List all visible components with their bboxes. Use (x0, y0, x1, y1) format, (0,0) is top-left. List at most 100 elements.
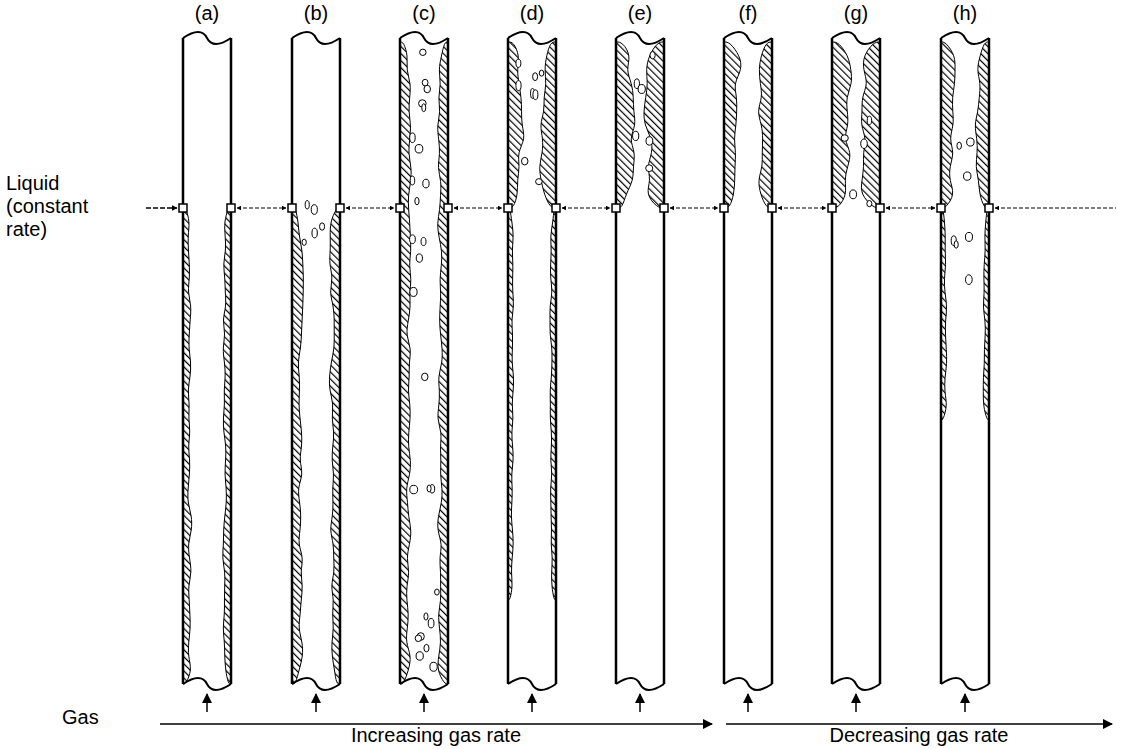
droplet (415, 145, 423, 153)
droplet (633, 131, 639, 140)
liquid-inlet (660, 204, 668, 212)
droplet (867, 116, 871, 125)
droplet (516, 81, 521, 91)
break-line (832, 32, 880, 44)
droplet (646, 137, 653, 145)
droplet (638, 84, 645, 93)
break-line (724, 678, 772, 690)
droplet (302, 239, 306, 245)
panel-letter: (g) (844, 2, 868, 25)
liquid-film (832, 42, 851, 208)
gas-arrow (747, 694, 749, 712)
panel-letter: (b) (304, 2, 328, 25)
break-line (941, 32, 989, 44)
droplet (521, 157, 528, 165)
tube-wall (555, 38, 558, 684)
break-line (616, 32, 664, 44)
droplet (410, 235, 416, 244)
tube-wall (831, 38, 834, 684)
liquid-inlet (288, 204, 296, 212)
tube-wall (879, 38, 882, 684)
break-line (183, 32, 231, 44)
feed-link (778, 207, 826, 208)
liquid-film (644, 42, 664, 208)
tube-wall (615, 38, 618, 684)
droplet (320, 223, 325, 230)
tube (179, 32, 235, 712)
liquid-inlet (227, 204, 235, 212)
feed-link (995, 207, 1116, 208)
liquid-inlet (396, 204, 404, 212)
feed-link (670, 207, 718, 208)
tube (720, 32, 776, 712)
liquid-film (759, 42, 772, 208)
tube-wall (723, 38, 726, 684)
droplet (957, 142, 962, 149)
feed-link (886, 207, 935, 208)
gas-arrow (423, 694, 425, 712)
droplet (410, 485, 418, 493)
liquid-film (292, 208, 303, 684)
panel-letter: (d) (520, 2, 544, 25)
tube (937, 32, 993, 712)
tube-wall (663, 38, 666, 684)
droplet (424, 613, 428, 620)
liquid-film (724, 42, 741, 208)
break-line (292, 678, 340, 690)
break-line (724, 32, 772, 44)
feed-link (346, 207, 394, 208)
liquid-film (975, 42, 989, 208)
tube-wall (447, 38, 450, 684)
gas-arrow (855, 694, 857, 712)
liquid-inlet (336, 204, 344, 212)
trend-label: Increasing gas rate (351, 724, 521, 747)
droplet (430, 662, 437, 671)
droplet (312, 228, 317, 238)
droplet (954, 241, 958, 248)
droplet (533, 73, 538, 81)
droplet (415, 635, 421, 642)
droplet (410, 287, 417, 296)
liquid-inlet (828, 204, 836, 212)
panel-letter: (c) (412, 2, 435, 25)
droplet (516, 59, 521, 67)
liquid-inlet (179, 204, 187, 212)
liquid-film (616, 42, 635, 208)
droplet (435, 589, 440, 595)
gas-arrow (531, 694, 533, 712)
droplet (965, 275, 972, 285)
tube (396, 32, 452, 712)
panel-letter: (e) (628, 2, 652, 25)
liquid-film (941, 42, 955, 208)
break-line (616, 678, 664, 690)
tube-wall (291, 38, 294, 684)
droplet (423, 179, 429, 188)
droplet (536, 179, 543, 185)
droplet (428, 618, 434, 627)
break-line (508, 32, 556, 44)
tube (828, 32, 884, 712)
droplet (422, 373, 428, 381)
droplet (410, 133, 416, 143)
liquid-inlet (552, 204, 560, 212)
panel-letter: (f) (739, 2, 758, 25)
gas-arrow (315, 694, 317, 712)
tube-wall (230, 38, 233, 684)
droplet (965, 232, 972, 241)
gas-arrow (639, 694, 641, 712)
break-line (400, 32, 448, 44)
feed-link (454, 207, 502, 208)
droplet (416, 652, 423, 660)
droplet (420, 49, 426, 55)
droplet (416, 254, 422, 262)
droplet (861, 139, 868, 149)
liquid-film (438, 42, 448, 684)
gas-label: Gas (62, 706, 99, 729)
break-line (183, 678, 231, 690)
droplet (305, 201, 309, 209)
droplet (415, 197, 419, 204)
tube-wall (399, 38, 402, 684)
liquid-film (183, 208, 192, 684)
liquid-feed-arrow (146, 207, 177, 209)
